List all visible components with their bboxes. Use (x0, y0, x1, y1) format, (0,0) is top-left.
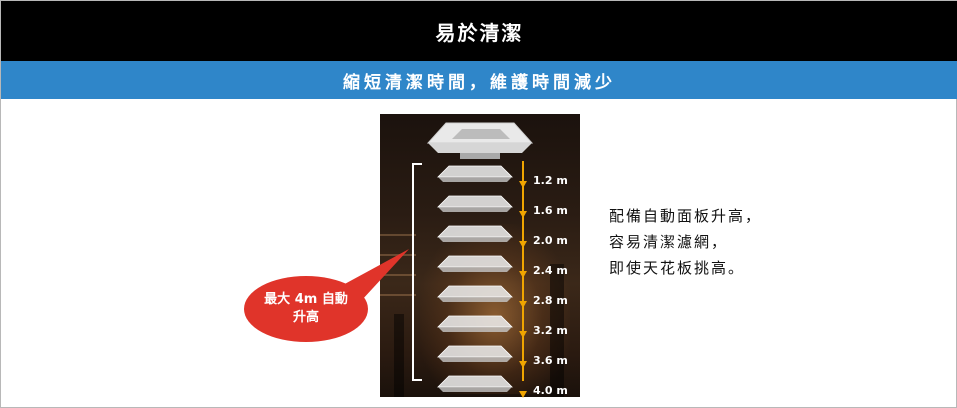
height-label: 1.2 m (533, 174, 568, 187)
column-shadow (550, 264, 564, 397)
shelf (380, 274, 416, 276)
lowered-panel (437, 345, 513, 365)
height-label: 3.6 m (533, 354, 568, 367)
height-label: 2.0 m (533, 234, 568, 247)
arrowhead (519, 331, 527, 338)
arrowhead (519, 241, 527, 248)
bubble-text-line1: 最大 4m 自動 (264, 292, 348, 307)
title-bar: 易於清潔 (1, 1, 957, 61)
shelf (380, 234, 416, 236)
page-title: 易於清潔 (435, 20, 524, 45)
lowered-panel (437, 165, 513, 185)
description-line: 容易清潔濾網， (609, 233, 729, 251)
shelf (380, 294, 416, 296)
feature-description: 配備自動面板升高， 容易清潔濾網， 即使天花板挑高。 (609, 203, 762, 281)
chair-shadow (394, 314, 404, 397)
arrowhead (519, 211, 527, 218)
height-label: 1.6 m (533, 204, 568, 217)
shelf (380, 254, 416, 256)
lowered-panel (437, 375, 513, 395)
arrowhead (519, 181, 527, 188)
arrowhead (519, 301, 527, 308)
room-light-glow (420, 224, 570, 394)
arrowhead (519, 361, 527, 368)
height-label: 2.8 m (533, 294, 568, 307)
ceiling-unit (426, 119, 536, 165)
page-subtitle: 縮短清潔時間，維護時間減少 (343, 72, 616, 93)
arrowhead (519, 271, 527, 278)
lowered-panel (437, 195, 513, 215)
description-line: 即使天花板挑高。 (609, 259, 746, 277)
bubble-text-line2: 升高 (292, 310, 319, 325)
max-height-bubble: 最大 4m 自動 升高 (244, 276, 368, 342)
lowered-panel (437, 315, 513, 335)
arrowhead (519, 391, 527, 398)
height-bracket (412, 163, 422, 381)
height-label: 4.0 m (533, 384, 568, 397)
subtitle-bar: 縮短清潔時間，維護時間減少 (1, 61, 957, 99)
lowered-panel (437, 225, 513, 245)
height-label: 2.4 m (533, 264, 568, 277)
description-line: 配備自動面板升高， (609, 207, 763, 225)
lowered-panel (437, 285, 513, 305)
height-label: 3.2 m (533, 324, 568, 337)
lowered-panel (437, 255, 513, 275)
